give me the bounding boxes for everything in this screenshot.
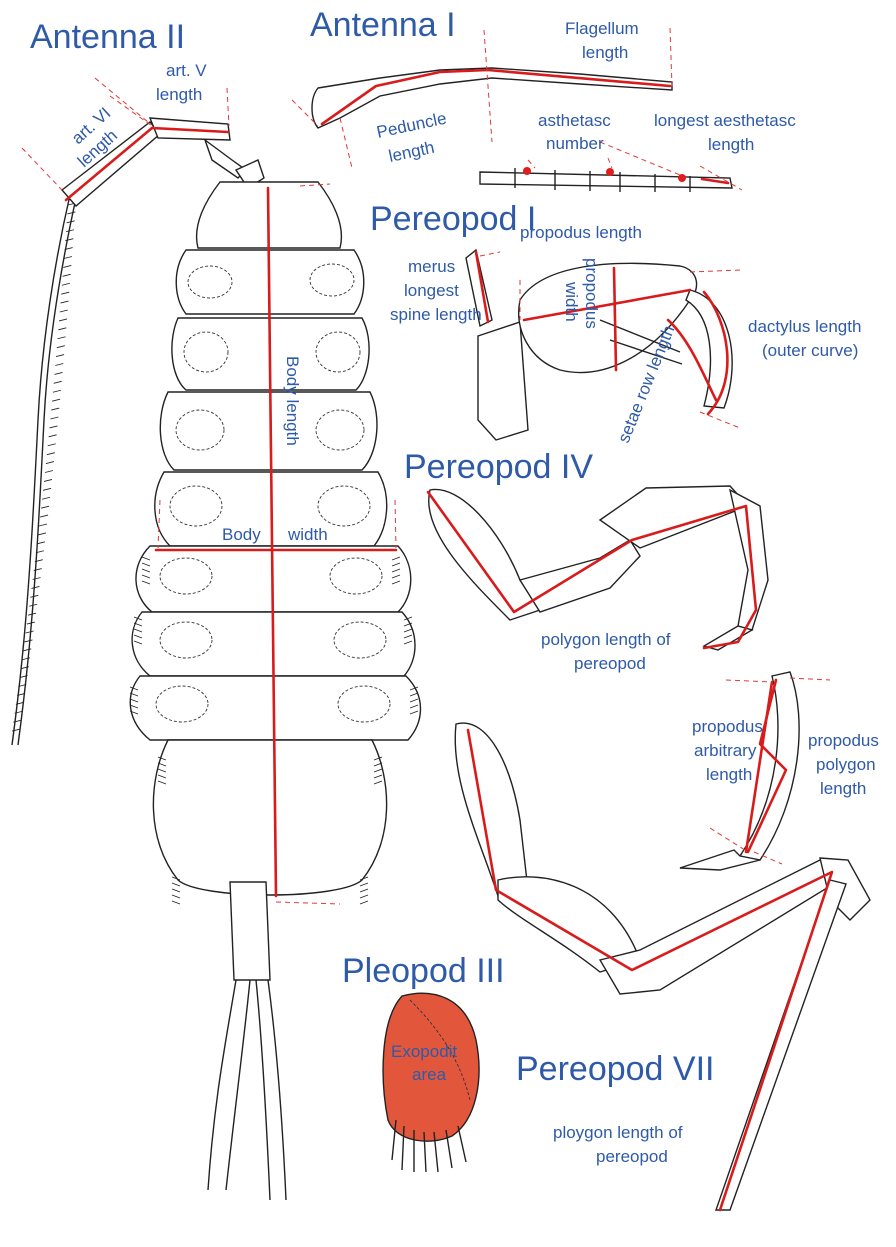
flagellum-label-line2: length (582, 43, 628, 62)
seta-stroke (58, 337, 66, 339)
seta-stroke (38, 533, 46, 535)
seta-stroke (61, 301, 69, 303)
dactylus-label-line1: dactylus length (748, 317, 861, 336)
seta-stroke (360, 901, 368, 904)
seta-stroke (22, 658, 30, 660)
body-drawing (130, 182, 421, 1200)
seta-stroke (172, 883, 180, 886)
seta-stroke (39, 524, 47, 526)
seta-stroke (54, 381, 62, 383)
seta-stroke (58, 328, 66, 330)
seta-stroke (24, 640, 32, 642)
pereopod-vii-polygon-label-line2: pereopod (596, 1147, 668, 1166)
seta-stroke (63, 274, 71, 276)
seta-stroke (67, 212, 75, 214)
propodus-detail-drawing (680, 672, 830, 870)
seta-stroke (51, 408, 59, 410)
longest-aesthetasc-label-line2: length (708, 135, 754, 154)
seta-stroke (55, 364, 63, 366)
seta-stroke (37, 542, 45, 544)
dactylus-label-line2: (outer curve) (762, 341, 858, 360)
pereopod-iv-polygon-label-line1: polygon length of (541, 630, 671, 649)
seta-stroke (61, 292, 69, 294)
merus-label-line3: spine length (390, 305, 482, 324)
propodus-polygon-label-line1: propodus (808, 731, 879, 750)
seta-stroke (59, 319, 67, 321)
seta-stroke (44, 479, 52, 481)
seta-stroke (360, 889, 368, 892)
longest-aesthetasc-label-line1: longest aesthetasc (654, 111, 796, 130)
propodus-arbitrary-label-line2: arbitrary (694, 741, 757, 760)
seta-stroke (53, 390, 61, 392)
seta-stroke (23, 649, 31, 651)
seta-stroke (41, 506, 49, 508)
seta-stroke (33, 578, 41, 580)
seta-stroke (50, 417, 58, 419)
exopodit-label-line1: Exopodit (391, 1042, 457, 1061)
seta-stroke (172, 901, 180, 904)
seta-stroke (172, 889, 180, 892)
propodus-length-label: propodus length (520, 223, 642, 242)
seta-stroke (30, 595, 38, 597)
seta-stroke (26, 631, 34, 633)
antenna-i-title: Antenna I (310, 6, 456, 44)
seta-stroke (47, 453, 55, 455)
propodus-arbitrary-label-line1: propodus (692, 717, 763, 736)
seta-stroke (42, 497, 50, 499)
propodus-width-label-line2: width (562, 281, 581, 322)
seta-stroke (62, 283, 70, 285)
pleopod-iii-title: Pleopod III (342, 952, 505, 990)
pereopod-vii-polygon-label-line1: ploygon length of (553, 1123, 683, 1142)
seta-stroke (64, 257, 72, 259)
pereopod-i-title: Pereopod I (370, 200, 536, 238)
seta-stroke (46, 462, 54, 464)
peduncle-label-line1: Peduncle (375, 109, 448, 142)
exopodit-label-line2: area (412, 1065, 447, 1084)
seta-stroke (66, 230, 74, 232)
propodus-width-label-line1: propodus (582, 258, 601, 329)
seta-stroke (43, 488, 51, 490)
seta-stroke (360, 883, 368, 886)
pereopod-iv-drawing (428, 486, 768, 650)
seta-stroke (56, 355, 64, 357)
propodus-arbitrary-label-line3: length (706, 765, 752, 784)
pereopod-i-drawing (466, 250, 740, 440)
body-width-label-2: width (287, 525, 328, 544)
seta-stroke (48, 444, 56, 446)
seta-stroke (360, 895, 368, 898)
pereopod-iv-title: Pereopod IV (404, 448, 593, 486)
asthetasc-label-line2: number (546, 134, 604, 153)
propodus-polygon-label-line2: polygon (816, 755, 876, 774)
seta-stroke (50, 426, 58, 428)
antenna-ii-title: Antenna II (30, 18, 185, 56)
seta-stroke (55, 372, 63, 374)
antenna-i-drawing (292, 28, 742, 192)
asthetasc-label-line1: asthetasc (538, 111, 611, 130)
peduncle-label-line2: length (387, 138, 436, 166)
seta-stroke (52, 399, 60, 401)
art-v-label-line2: length (156, 85, 202, 104)
seta-stroke (31, 586, 39, 588)
seta-stroke (45, 471, 53, 473)
body-length-label: Body length (283, 356, 302, 446)
seta-stroke (49, 435, 57, 437)
seta-stroke (65, 239, 73, 241)
body-width-label-1: Body (222, 525, 261, 544)
seta-stroke (57, 346, 65, 348)
seta-stroke (40, 515, 48, 517)
seta-stroke (60, 310, 68, 312)
flagellum-label-line1: Flagellum (565, 19, 639, 38)
art-v-label-line1: art. V (166, 61, 207, 80)
pereopod-iv-polygon-label-line2: pereopod (574, 654, 646, 673)
merus-label-line1: merus (408, 257, 455, 276)
pereopod-vii-title: Pereopod VII (516, 1050, 714, 1088)
propodus-polygon-label-line3: length (820, 779, 866, 798)
seta-stroke (63, 265, 71, 267)
seta-stroke (172, 895, 180, 898)
merus-label-line2: longest (404, 281, 459, 300)
